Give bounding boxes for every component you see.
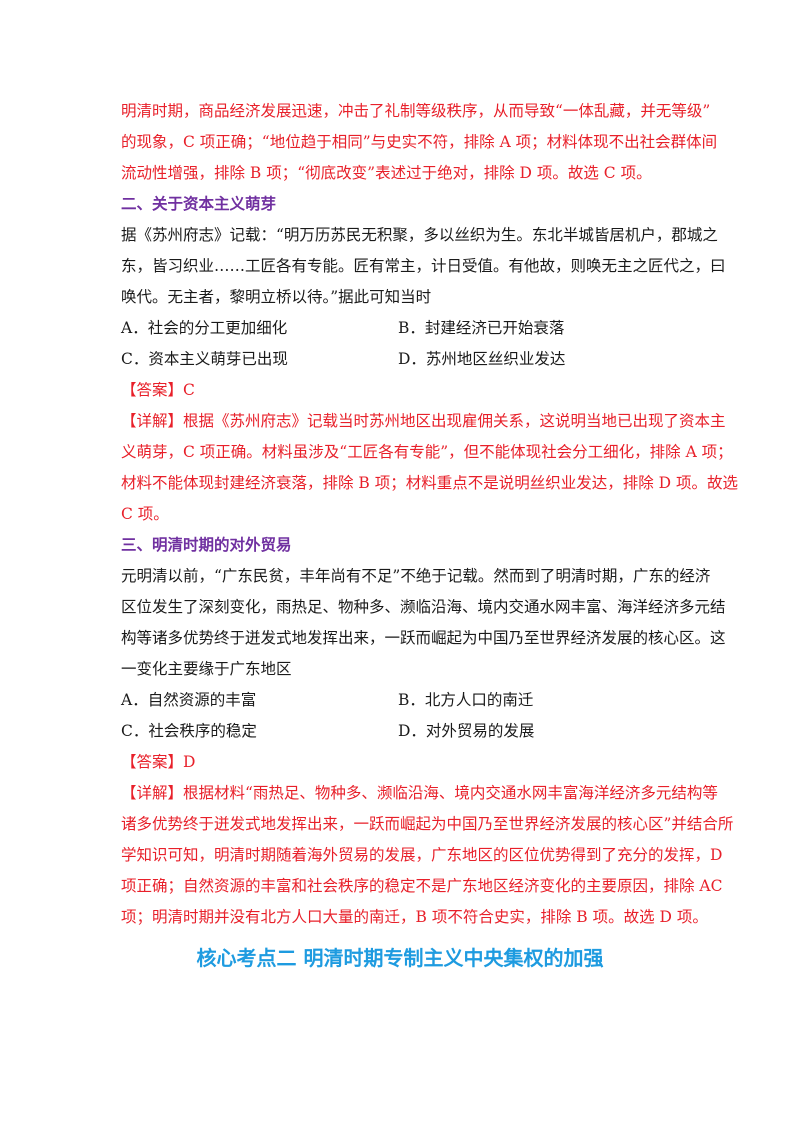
option-d: D．对外贸易的发展 [398, 722, 535, 740]
question-line: 构等诸多优势终于迸发式地发挥出来，一跃而崛起为中国乃至世界经济发展的核心区。这 [121, 629, 726, 647]
question-line: 东，皆习织业……工匠各有专能。匠有常主，计日受值。有他故，则唤无主之匠代之，曰 [121, 257, 726, 275]
question-line: 一变化主要缘于广东地区 [121, 660, 292, 678]
question-line: 唤代。无主者，黎明立桥以待。”据此可知当时 [121, 288, 432, 306]
detail-line: 义萌芽，C 项正确。材料虽涉及“工匠各有专能”，但不能体现社会分工细化，排除 A… [121, 443, 733, 461]
option-c: C．社会秩序的稳定 [121, 722, 257, 740]
option-a: A．自然资源的丰富 [121, 691, 257, 709]
option-b: B．封建经济已开始衰落 [398, 319, 565, 337]
detail-line: 【详解】根据材料“雨热足、物种多、濒临沿海、境内交通水网丰富海洋经济多元结构等 [121, 784, 718, 802]
detail-line: C 项。 [121, 505, 169, 523]
answer-label: 【答案】C [121, 381, 195, 399]
core-topic-title: 核心考点二 明清时期专制主义中央集权的加强 [196, 946, 604, 970]
intro-line: 明清时期，商品经济发展迅速，冲击了礼制等级秩序，从而导致“一体乱藏，并无等级” [121, 102, 711, 120]
intro-line: 的现象，C 项正确；“地位趋于相同”与史实不符，排除 A 项；材料体现不出社会群… [121, 133, 718, 151]
question-line: 据《苏州府志》记载：“明万历苏民无积聚，多以丝织为生。东北半城皆居机户，郡城之 [121, 226, 718, 244]
detail-line: 诸多优势终于迸发式地发挥出来，一跃而崛起为中国乃至世界经济发展的核心区”并结合所 [121, 815, 734, 833]
option-b: B．北方人口的南迁 [398, 691, 534, 709]
option-d: D．苏州地区丝织业发达 [398, 350, 566, 368]
detail-line: 学知识可知，明清时期随着海外贸易的发展，广东地区的区位优势得到了充分的发挥，D [121, 846, 723, 864]
section-heading: 三、明清时期的对外贸易 [121, 536, 292, 554]
intro-line: 流动性增强，排除 B 项；“彻底改变”表述过于绝对，排除 D 项。故选 C 项。 [121, 164, 652, 182]
section-heading: 二、关于资本主义萌芽 [121, 195, 277, 213]
option-a: A．社会的分工更加细化 [121, 319, 288, 337]
question-line: 区位发生了深刻变化，雨热足、物种多、濒临沿海、境内交通水网丰富、海洋经济多元结 [121, 598, 726, 616]
detail-line: 【详解】根据《苏州府志》记载当时苏州地区出现雇佣关系，这说明当地已出现了资本主 [121, 412, 726, 430]
question-line: 元明清以前，“广东民贫，丰年尚有不足”不绝于记载。然而到了明清时期，广东的经济 [121, 567, 711, 585]
answer-label: 【答案】D [121, 753, 196, 771]
detail-line: 项正确；自然资源的丰富和社会秩序的稳定不是广东地区经济变化的主要原因，排除 AC [121, 877, 723, 895]
option-c: C．资本主义萌芽已出现 [121, 350, 288, 368]
detail-line: 项；明清时期并没有北方人口大量的南迁，B 项不符合史实，排除 B 项。故选 D … [121, 908, 708, 926]
detail-line: 材料不能体现封建经济衰落，排除 B 项；材料重点不是说明丝织业发达，排除 D 项… [121, 474, 739, 492]
